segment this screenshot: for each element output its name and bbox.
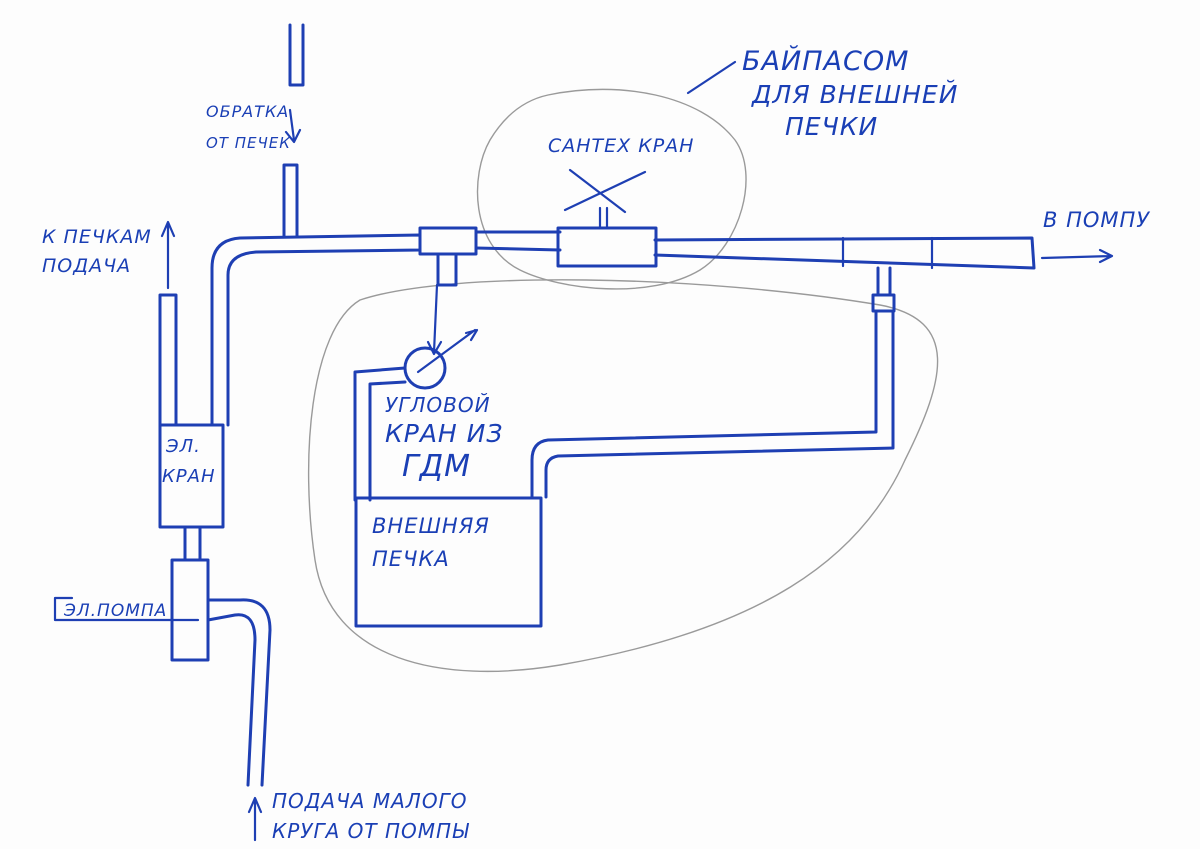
to-pump-label: В ПОМПУ [1043, 208, 1150, 232]
feed-pipe [158, 293, 178, 427]
external-heater-label-line2: ПЕЧКА [372, 547, 450, 571]
electric-valve-label-line1: ЭЛ. [165, 436, 201, 457]
angle-valve-label-line3: ГДМ [402, 449, 471, 484]
right-branch-pipe [530, 266, 895, 499]
electric-valve-box [158, 423, 225, 529]
plumbing-valve-label: САНТЕХ КРАН [548, 135, 694, 157]
bypass-pointer-line [686, 60, 737, 95]
small-circle-label-line1: ПОДАЧА МАЛОГО [272, 789, 467, 813]
plumbing-valve-body [556, 226, 658, 268]
plumbing-valve-handle [563, 168, 647, 214]
external-heater-label-line1: ВНЕШНЯЯ [372, 514, 490, 538]
electric-pump-label: ЭЛ.ПОМПА [63, 601, 167, 621]
tee-to-valve-arrow [426, 283, 443, 356]
small-circle-arrow [247, 796, 263, 842]
plumbing-valve-stem [598, 206, 609, 230]
small-circle-label-line2: КРУГА ОТ ПОМПЫ [272, 819, 470, 843]
angle-valve-label-line1: УГЛОВОЙ [385, 393, 491, 417]
angle-valve-handle [416, 328, 479, 374]
bypass-label-line1: БАЙПАСОМ [742, 45, 909, 77]
external-heater-box [354, 496, 543, 628]
angle-valve-to-heater [353, 366, 407, 502]
bypass-label-line2: ДЛЯ ВНЕШНЕЙ [751, 80, 958, 109]
feed-label-line1: К ПЕЧКАМ [42, 226, 152, 248]
return-arrow [284, 108, 302, 144]
return-label-line2: ОТ ПЕЧЕК [206, 134, 291, 152]
bypass-zone-outline [476, 88, 747, 290]
pipe-joints [841, 236, 934, 270]
tee-down-pipe [436, 252, 458, 287]
return-pipe-top [288, 23, 305, 87]
electric-pump-body [170, 558, 210, 662]
main-pipe-to-pump [653, 236, 1036, 270]
angle-valve-label-line2: КРАН ИЗ [385, 419, 503, 448]
return-label-line1: ОБРАТКА [206, 102, 289, 121]
external-heater-zone-outline [307, 279, 939, 673]
electric-pump-label-frame [53, 596, 200, 622]
right-branch-fitting [871, 293, 896, 313]
valve-to-pump-pipe [183, 525, 202, 562]
tee-fitting [418, 226, 478, 256]
feed-arrow [160, 220, 176, 290]
electric-valve-label-line2: КРАН [162, 466, 215, 487]
return-pipe-lower [282, 163, 299, 238]
small-circle-pipe [206, 598, 272, 787]
to-pump-arrow [1040, 248, 1114, 264]
main-pipe-to-valve [474, 230, 562, 252]
bypass-label-line3: ПЕЧКИ [785, 112, 878, 141]
feed-label-line2: ПОДАЧА [42, 255, 131, 277]
